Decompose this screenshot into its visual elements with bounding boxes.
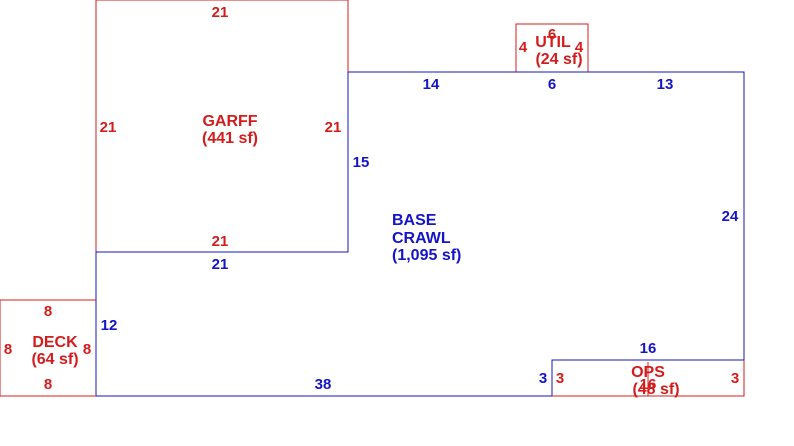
util-area-text: (24 sf)	[535, 51, 582, 68]
base-dim-right: 24	[722, 208, 739, 225]
ops-dim-inner: 16	[640, 376, 657, 393]
base-dim-inner-horizontal: 21	[212, 256, 229, 273]
ops-area-text: (48 sf)	[632, 381, 679, 398]
ops-outline	[552, 360, 745, 397]
util-dim-top: 6	[548, 26, 556, 43]
deck-name: DECK	[32, 334, 78, 351]
garage-dim-bottom: 21	[212, 233, 229, 250]
ops-area	[552, 360, 745, 397]
base-dim-top-right: 13	[657, 76, 674, 93]
ops-dim-left: 3	[556, 370, 564, 387]
deck-dim-left: 8	[4, 341, 12, 358]
base-dim-left: 12	[101, 317, 118, 334]
garage-dim-top: 21	[212, 4, 229, 21]
ops-dim-right: 3	[731, 370, 739, 387]
deck-outline	[0, 299, 96, 397]
garage-dim-right: 21	[325, 119, 342, 136]
ops-name: OPS	[631, 364, 665, 381]
base-dim-bottom: 38	[315, 376, 332, 393]
util-dim-right: 4	[575, 39, 584, 56]
deck-dim-right: 8	[83, 341, 91, 358]
util-dim-left: 4	[519, 39, 528, 56]
garage-area-text: (441 sf)	[202, 130, 258, 147]
base-name-line1: BASE	[392, 212, 437, 229]
util-name: UTIL	[535, 34, 571, 51]
base-name-line2: CRAWL	[392, 230, 451, 247]
garage-dim-left: 21	[100, 119, 117, 136]
base-dim-inner-vertical: 15	[353, 154, 370, 171]
deck-dim-bottom: 8	[44, 376, 52, 393]
util-dim-bottom: 6	[548, 76, 556, 93]
deck-area-text: (64 sf)	[31, 351, 78, 368]
deck-dim-top: 8	[44, 303, 52, 320]
base-dim-notch-horizontal: 16	[640, 340, 657, 357]
base-dim-notch-vertical: 3	[539, 370, 547, 387]
base-area-text: (1,095 sf)	[392, 247, 461, 264]
garage-name: GARFF	[202, 113, 257, 130]
deck-area	[0, 299, 96, 397]
base-dim-top-left: 14	[423, 76, 440, 93]
